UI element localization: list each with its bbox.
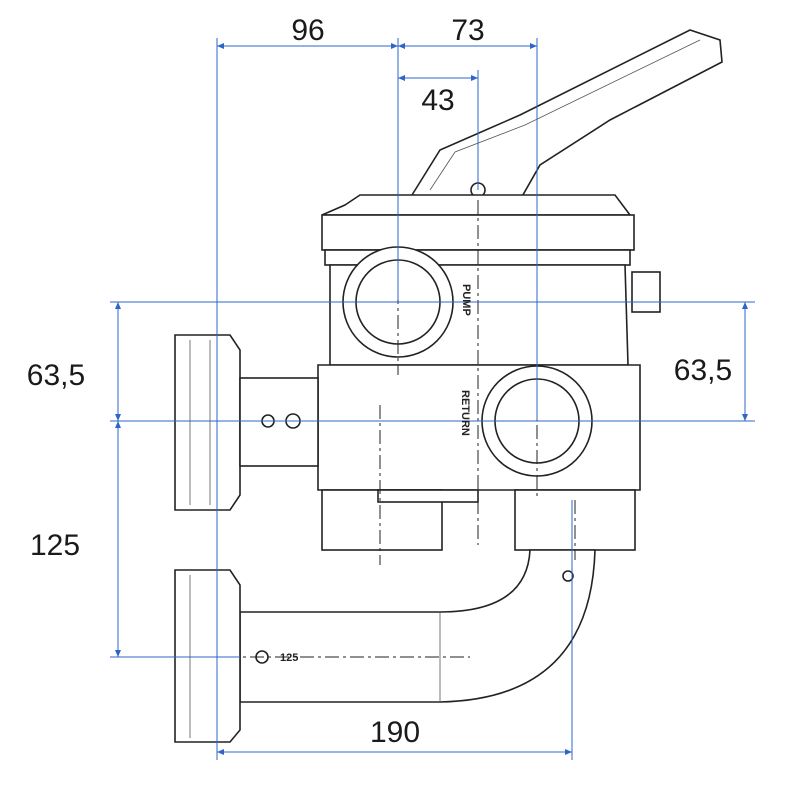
dimension-125: 125 <box>30 529 80 562</box>
left-union-connector <box>174 334 319 511</box>
dimension-190: 190 <box>370 716 420 749</box>
return-label: RETURN <box>459 390 471 436</box>
dimension-43: 43 <box>421 84 454 117</box>
dimension-96: 96 <box>291 14 324 47</box>
dimension-73: 73 <box>451 14 484 47</box>
dimension-63-5-right: 63,5 <box>674 354 732 387</box>
pump-label: PUMP <box>460 284 472 316</box>
pipe-size-label: 125 <box>280 652 298 664</box>
dimension-63-5-left: 63,5 <box>27 359 85 392</box>
valve-handle <box>410 29 723 201</box>
bottom-elbow-pipe <box>174 549 596 743</box>
dimension-lines <box>110 38 755 760</box>
valve-body <box>317 194 661 551</box>
